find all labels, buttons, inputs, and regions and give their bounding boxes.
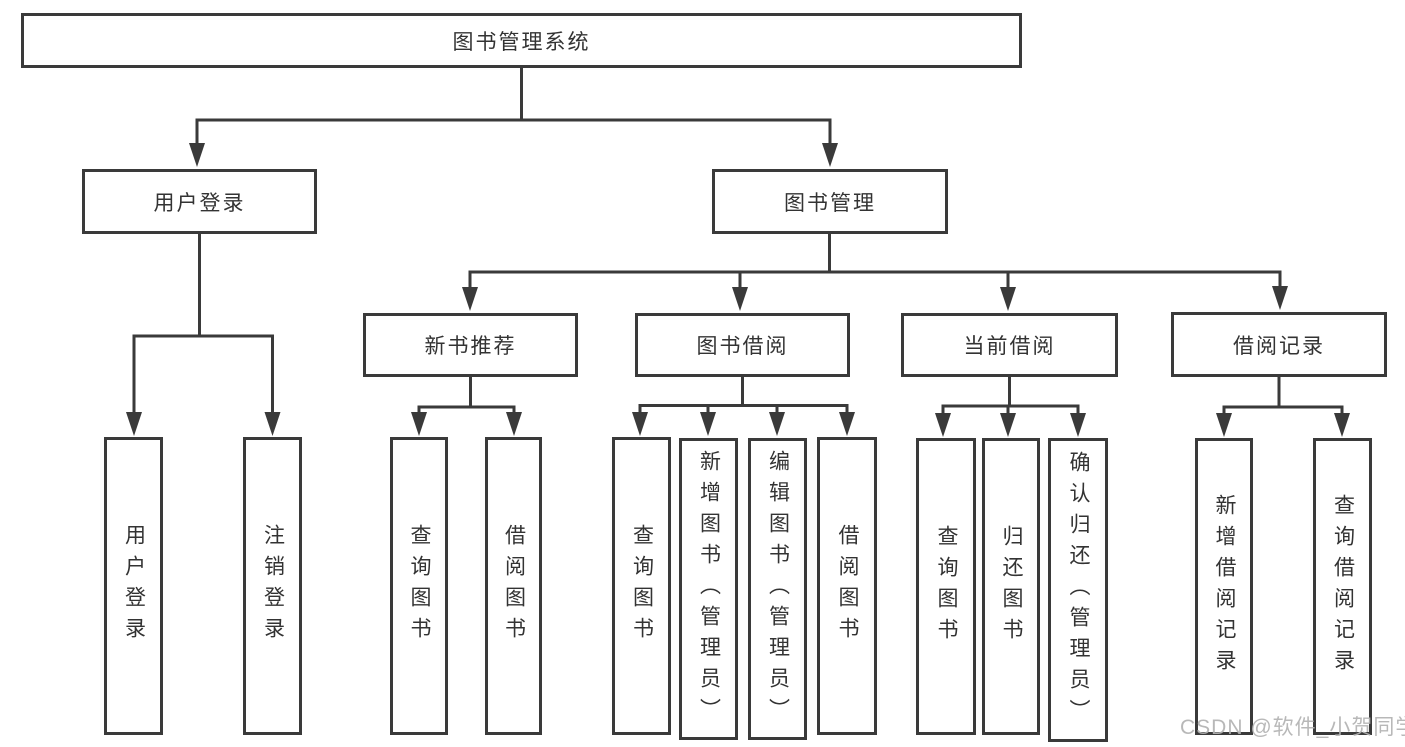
connector-new-book-to-leaves xyxy=(411,376,522,436)
node-current-borrowing: 当前借阅 xyxy=(901,313,1118,377)
connector-book-management-to-level3 xyxy=(462,233,1288,311)
node-label: 编辑图书（管理员） xyxy=(766,449,790,729)
node-label: 归还图书 xyxy=(1000,524,1023,649)
leaf-edit-books-admin: 编辑图书（管理员） xyxy=(748,438,807,740)
node-label: 新增图书（管理员） xyxy=(697,449,721,729)
leaf-search-books-borrowing: 查询图书 xyxy=(612,437,671,735)
node-label: 新增借阅记录 xyxy=(1213,493,1236,680)
leaf-borrow-books-recommend: 借阅图书 xyxy=(485,437,542,735)
connector-current-borrowing-to-leaves xyxy=(935,376,1086,437)
node-book-borrowing: 图书借阅 xyxy=(635,313,850,377)
node-library-management-system: 图书管理系统 xyxy=(21,13,1022,68)
node-label: 查询图书 xyxy=(408,524,431,648)
connector-borrow-records-to-leaves xyxy=(1216,377,1350,437)
leaf-search-books-current: 查询图书 xyxy=(916,438,976,735)
leaf-logout: 注销登录 xyxy=(243,437,302,735)
node-label: 借阅图书 xyxy=(836,524,859,648)
node-label: 查询图书 xyxy=(935,524,958,649)
node-user-login: 用户登录 xyxy=(82,169,317,234)
node-label: 注销登录 xyxy=(261,524,285,648)
node-borrowing-records: 借阅记录 xyxy=(1171,312,1387,377)
leaf-add-borrow-record: 新增借阅记录 xyxy=(1195,438,1253,735)
node-label: 用户登录 xyxy=(122,524,146,648)
leaf-confirm-return-admin: 确认归还（管理员） xyxy=(1048,438,1108,742)
node-book-management: 图书管理 xyxy=(712,169,948,234)
leaf-search-books-recommend: 查询图书 xyxy=(390,437,448,735)
leaf-borrow-books-borrowing: 借阅图书 xyxy=(817,437,877,735)
leaf-user-login: 用户登录 xyxy=(104,437,163,735)
node-label: 确认归还（管理员） xyxy=(1067,450,1090,730)
node-label: 查询图书 xyxy=(630,524,654,648)
node-label: 借阅图书 xyxy=(502,524,526,648)
leaf-add-books-admin: 新增图书（管理员） xyxy=(679,438,738,740)
leaf-return-books: 归还图书 xyxy=(982,438,1040,735)
leaf-search-borrow-record: 查询借阅记录 xyxy=(1313,438,1372,735)
node-label: 查询借阅记录 xyxy=(1331,493,1355,680)
connector-book-borrowing-to-leaves xyxy=(632,376,855,436)
connector-root-to-level2 xyxy=(189,68,838,167)
node-new-book-recommendation: 新书推荐 xyxy=(363,313,578,377)
csdn-watermark: CSDN @软件_小贺同学 xyxy=(1180,716,1405,739)
connector-user-login-to-leaves xyxy=(126,233,281,436)
